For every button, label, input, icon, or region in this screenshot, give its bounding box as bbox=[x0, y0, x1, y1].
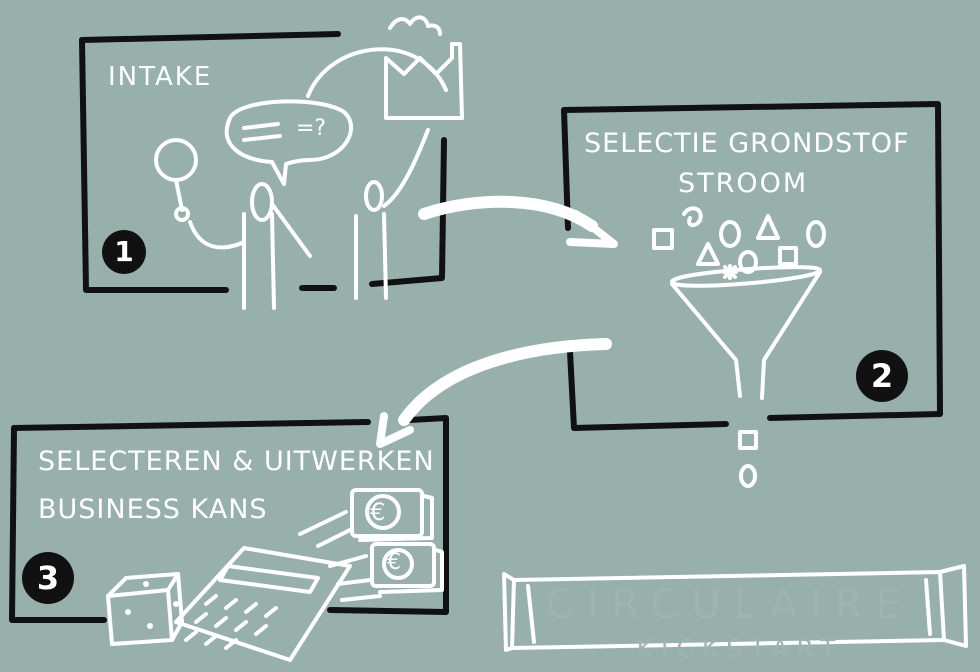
step-3-title-line2: BUSINESS KANS bbox=[38, 494, 268, 525]
magnifier-icon bbox=[154, 138, 198, 222]
factory-icon bbox=[384, 15, 464, 120]
banknote-bottom-symbol: € bbox=[387, 550, 401, 575]
speech-bubble-text: =? bbox=[296, 116, 327, 141]
dice-dots bbox=[125, 581, 179, 629]
panel-1-frame bbox=[79, 31, 447, 293]
panel-1-drawing bbox=[154, 15, 464, 310]
speech-bubble-icon bbox=[224, 99, 354, 186]
banknote-top-icon bbox=[350, 488, 434, 542]
logo-banner bbox=[502, 564, 968, 652]
calculator-icon bbox=[174, 546, 352, 662]
step-2-title-line1: SELECTIE GRONDSTOF bbox=[584, 128, 910, 159]
logo-subtitle: KICKSTART bbox=[636, 634, 844, 663]
step-1-title: INTAKE bbox=[108, 62, 213, 92]
step-2-title-line2: STROOM bbox=[678, 168, 809, 199]
funnel-icon bbox=[669, 265, 822, 400]
banknote-bottom-icon bbox=[370, 542, 444, 594]
panel-3-drawing bbox=[106, 488, 444, 662]
logo-title: CIRCULAIRE bbox=[545, 582, 915, 628]
step-1-badge: 1 bbox=[102, 230, 146, 274]
step-2-badge: 2 bbox=[856, 350, 908, 402]
output-shapes bbox=[738, 430, 758, 488]
person-right-figure bbox=[306, 47, 448, 300]
person-left-figure bbox=[188, 182, 312, 310]
step-3-badge: 3 bbox=[22, 552, 74, 604]
step-3-title-line1: SELECTEREN & UITWERKEN bbox=[38, 446, 435, 477]
arrow-2-to-3-icon bbox=[376, 338, 612, 448]
panel-2-drawing bbox=[652, 206, 826, 488]
banknote-top-symbol: € bbox=[370, 498, 386, 526]
arrow-1-to-2-icon bbox=[418, 195, 618, 248]
panel-3-frame bbox=[9, 415, 449, 623]
